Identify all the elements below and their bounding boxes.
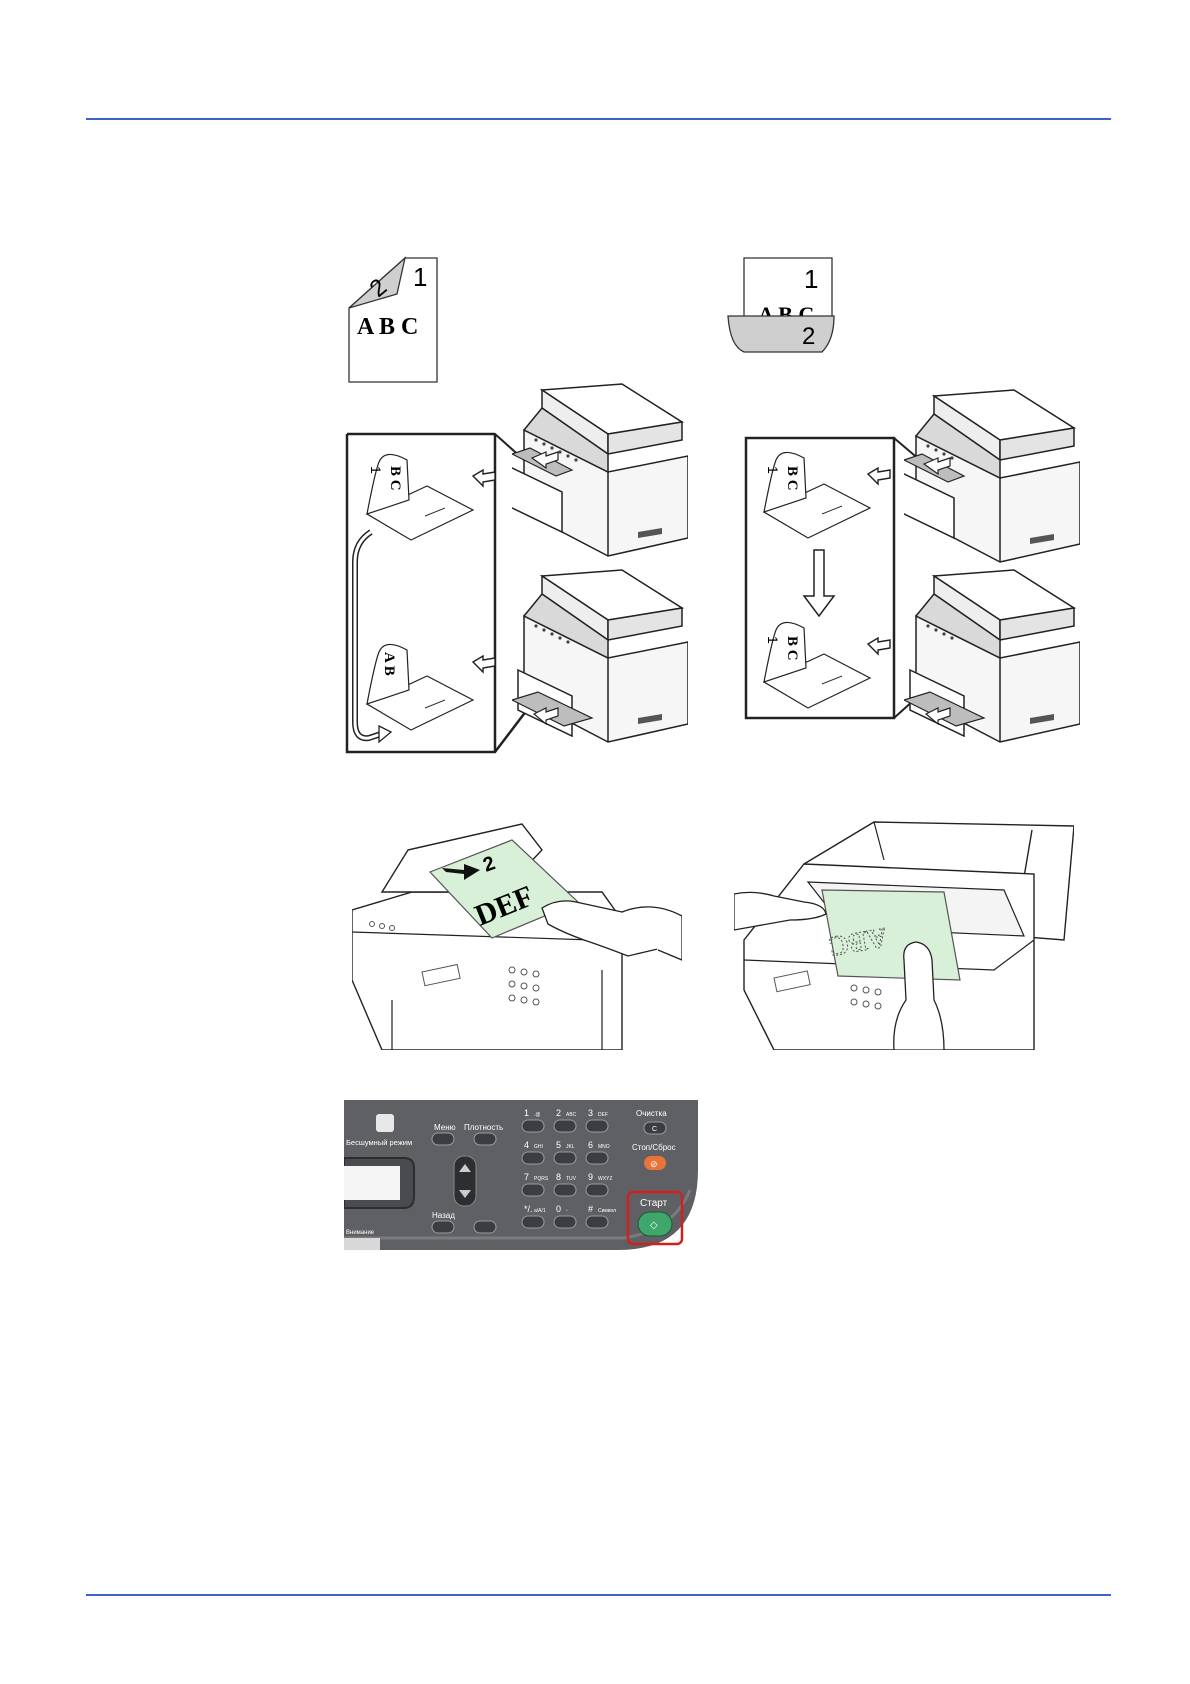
keypad-key-label: 1 [524, 1108, 529, 1118]
keypad-key-sublabel: .@ [534, 1112, 540, 1118]
top-sheet-number: 1 [368, 466, 384, 474]
clear-label: Очистка [636, 1109, 667, 1118]
top-sheet-text: B C [387, 466, 403, 491]
back-button[interactable] [431, 1220, 455, 1234]
top-rule [86, 118, 1111, 120]
keypad-key-9[interactable]: 9 WXYZ [585, 1172, 612, 1197]
keypad-key-1[interactable]: 1 .@ [521, 1108, 545, 1133]
mfp-illustration-right-top [904, 389, 1080, 563]
feed-diagram-right: 1 B C 1 B C [744, 436, 935, 720]
top-sheet-number: 1 [765, 466, 781, 474]
lcd-display [344, 1166, 400, 1200]
menu-button[interactable] [431, 1132, 455, 1146]
density-button[interactable] [473, 1132, 497, 1146]
control-panel: Бесшумный режим Внимание Меню Плотность … [344, 1100, 698, 1250]
start-highlight [626, 1190, 684, 1246]
feed-diagram-left: 1 B C A B [345, 432, 534, 754]
keypad-key-button[interactable] [553, 1119, 577, 1133]
mfp-illustration-right-bottom [904, 569, 1080, 743]
keypad-key-7[interactable]: 7 PQRS [521, 1172, 549, 1197]
mfp-illustration-left-bottom [512, 569, 688, 743]
quiet-mode-label: Бесшумный режим [346, 1138, 412, 1147]
duplex-icon-bent-corner: 2 1 A B C [348, 256, 438, 383]
keypad-key-label: 8 [556, 1172, 561, 1182]
page-text: A B C [357, 314, 418, 340]
arrow-up-icon[interactable] [459, 1164, 471, 1172]
keypad-key-sublabel: TUV [566, 1176, 577, 1182]
mfp-illustration-left-top [512, 383, 688, 557]
keypad-key-label: 3 [588, 1108, 593, 1118]
stop-reset-label: Стоп/Сброс [632, 1143, 676, 1152]
keypad-key-label: 4 [524, 1140, 529, 1150]
keypad-key-label: 2 [556, 1108, 561, 1118]
keypad-key-sublabel: a/A/1 [534, 1208, 546, 1214]
stop-icon: ⊘ [650, 1159, 658, 1169]
attention-label: Внимание [346, 1230, 375, 1236]
ok-button[interactable] [473, 1220, 497, 1234]
keypad-key-button[interactable] [585, 1215, 609, 1229]
keypad-key-10[interactable]: */.a/A/1 [521, 1204, 546, 1229]
keypad-key-button[interactable] [521, 1151, 545, 1165]
page-front-number: 1 [804, 264, 818, 294]
keypad-key-6[interactable]: 6 MNO [585, 1140, 610, 1165]
back-label: Назад [432, 1211, 455, 1220]
stop-reset-button[interactable] [644, 1156, 666, 1170]
keypad-key-sublabel: GHI [534, 1144, 543, 1150]
start-button[interactable] [637, 1211, 673, 1237]
keypad-key-button[interactable] [585, 1151, 609, 1165]
keypad-key-2[interactable]: 2 ABC [553, 1108, 577, 1133]
keypad-key-button[interactable] [553, 1151, 577, 1165]
bottom-sheet-text: B C [784, 636, 800, 661]
keypad-key-sublabel: ABC [566, 1112, 577, 1118]
keypad-key-sublabel: MNO [598, 1144, 610, 1150]
keypad-key-5[interactable]: 5 JKL [553, 1140, 577, 1165]
keypad-key-button[interactable] [521, 1215, 545, 1229]
start-label: Старт [640, 1198, 668, 1209]
keypad-key-label: 5 [556, 1140, 561, 1150]
duplex-icon-bottom-flip: 1 A B C 2 [727, 257, 835, 353]
keypad-key-label: 7 [524, 1172, 529, 1182]
keypad-key-8[interactable]: 8 TUV [553, 1172, 577, 1197]
keypad-key-label: # [588, 1204, 593, 1214]
keypad-key-button[interactable] [553, 1215, 577, 1229]
page-back-number: 2 [802, 323, 815, 350]
keypad-key-sublabel: - [566, 1208, 568, 1214]
keypad-key-sublabel: WXYZ [598, 1176, 612, 1182]
keypad-key-label: 6 [588, 1140, 593, 1150]
bottom-rule [86, 1594, 1111, 1596]
keypad-key-4[interactable]: 4 GHI [521, 1140, 545, 1165]
keypad-key-button[interactable] [585, 1119, 609, 1133]
keypad-key-3[interactable]: 3 DEF [585, 1108, 609, 1133]
hand-left [734, 891, 827, 931]
keypad-key-sublabel: JKL [566, 1144, 575, 1150]
keypad-key-label: */. [524, 1204, 533, 1214]
clear-key-label: C [652, 1126, 657, 1133]
menu-label: Меню [434, 1123, 456, 1132]
bottom-sheet-text: A B [381, 652, 397, 676]
bottom-sheet-number: 1 [765, 636, 781, 644]
keypad-key-button[interactable] [585, 1183, 609, 1197]
arrow-keys[interactable] [453, 1155, 477, 1207]
quiet-mode-button[interactable] [376, 1114, 394, 1132]
density-label: Плотность [464, 1123, 503, 1132]
start-icon: ◇ [650, 1220, 658, 1231]
keypad-key-sublabel: DEF [598, 1112, 608, 1118]
platen-placement: ABC [734, 821, 1074, 1050]
keypad-key-button[interactable] [553, 1183, 577, 1197]
page-front-number: 1 [413, 262, 427, 292]
keypad-key-sublabel: Символ [598, 1208, 616, 1214]
numeric-keypad: 1 .@ 2 ABC 3 DEF 4 GHI 5 JKL 6 MNO 7 PQRS 8 TUV 9 WXYZ */.… [521, 1108, 616, 1229]
keypad-key-label: 0 [556, 1204, 561, 1214]
keypad-key-button[interactable] [521, 1119, 545, 1133]
keypad-key-button[interactable] [521, 1183, 545, 1197]
hand-bottom [893, 941, 945, 1050]
keypad-key-label: 9 [588, 1172, 593, 1182]
document-feeder-placement: 2 DEF [352, 823, 682, 1050]
keypad-key-11[interactable]: 0- [553, 1204, 577, 1229]
top-sheet-text: B C [784, 466, 800, 491]
arrow-down-icon[interactable] [459, 1190, 471, 1198]
keypad-key-sublabel: PQRS [534, 1176, 549, 1182]
keypad-key-12[interactable]: # Символ [585, 1204, 616, 1229]
clear-button[interactable] [643, 1121, 667, 1135]
